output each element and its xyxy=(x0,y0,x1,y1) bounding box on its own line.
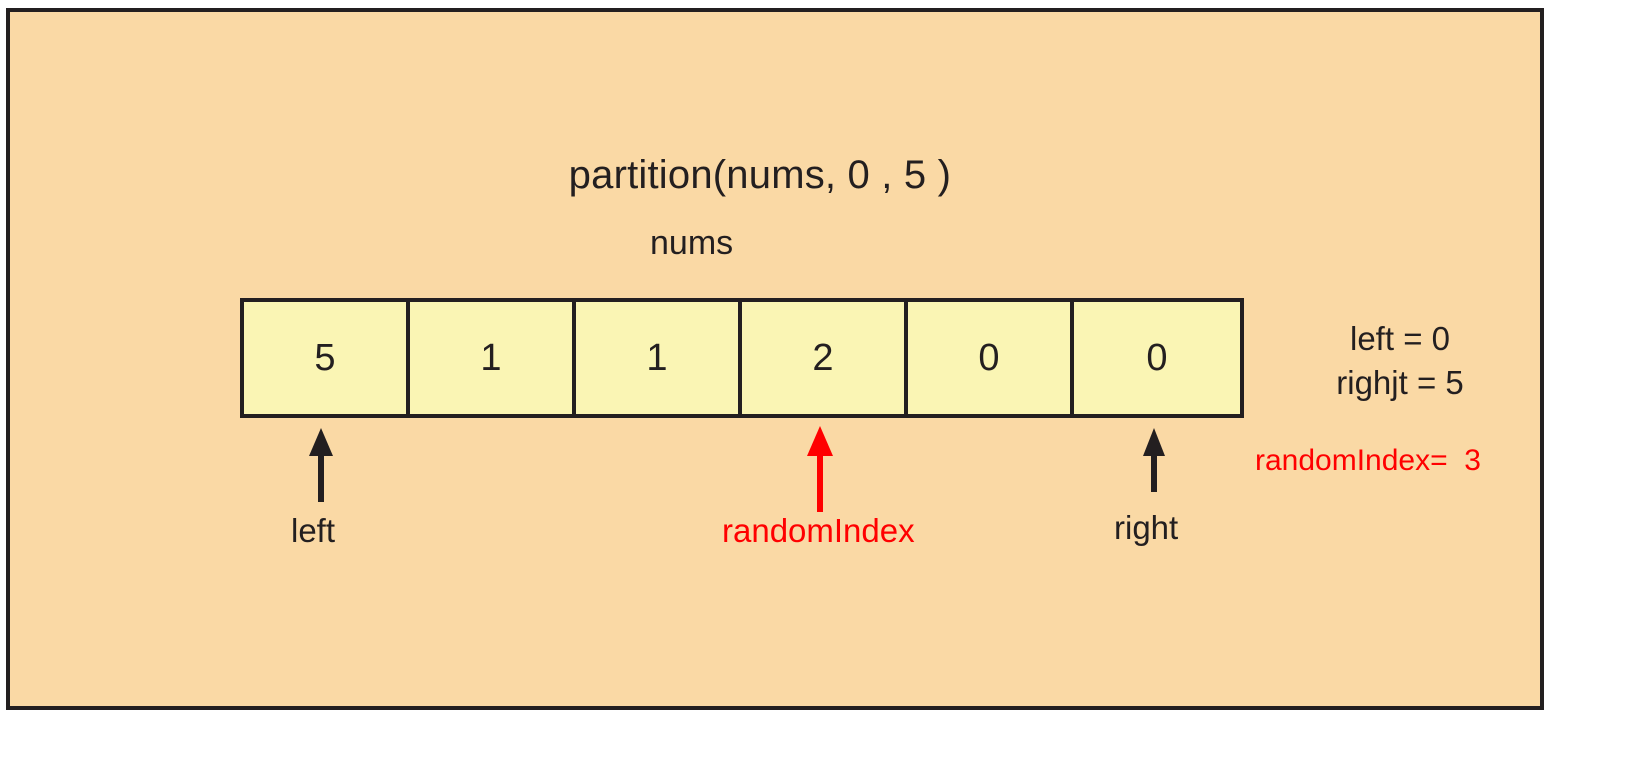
array-cell: 5 xyxy=(244,302,410,414)
bounds-annotation: left = 0 righjt = 5 xyxy=(1336,320,1464,401)
diagram-frame: partition(nums, 0 , 5 ) nums 5 1 1 2 0 0 xyxy=(6,8,1544,710)
left-arrow-icon xyxy=(309,428,333,502)
randomindex-arrow-icon xyxy=(807,426,833,512)
pointer-label-right: right xyxy=(1114,509,1179,546)
random-index-annotation: randomIndex= 3 xyxy=(1255,444,1481,477)
array-caption: nums xyxy=(650,224,734,262)
array-container: 5 1 1 2 0 0 xyxy=(240,298,1244,418)
array-cell: 1 xyxy=(410,302,576,414)
pointer-label-randomindex: randomIndex xyxy=(722,512,915,549)
array-cell: 0 xyxy=(908,302,1074,414)
right-arrow-icon xyxy=(1143,428,1165,492)
array-cell: 2 xyxy=(742,302,908,414)
figure-title-text: partition(nums, 0 , 5 ) xyxy=(568,153,952,197)
array-cell: 1 xyxy=(576,302,742,414)
figure-title: partition(nums, 0 , 5 ) xyxy=(10,108,1548,243)
array-cell: 0 xyxy=(1074,302,1240,414)
pointer-label-left: left xyxy=(291,512,336,549)
